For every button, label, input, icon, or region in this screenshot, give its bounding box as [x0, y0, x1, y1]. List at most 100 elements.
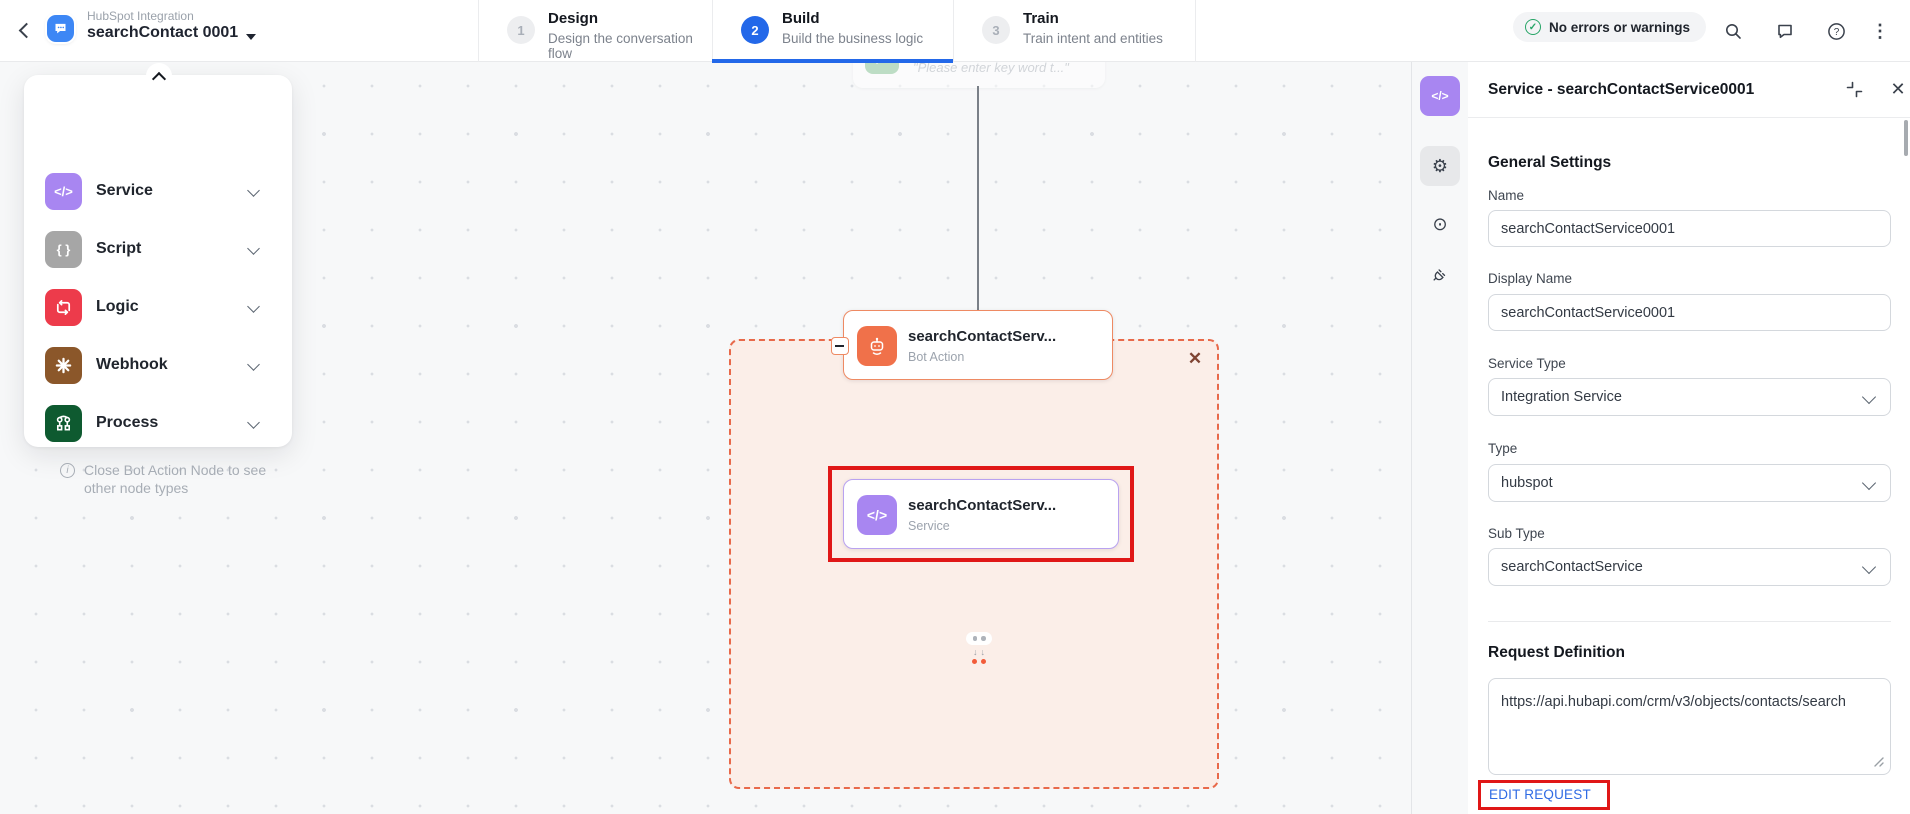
step-subtitle: Design the conversation flow — [548, 31, 693, 61]
code-icon: </> — [857, 495, 897, 535]
entity-node-quote: "Please enter key word t..." — [913, 60, 1069, 75]
active-tab-underline — [712, 59, 953, 63]
title-caret-icon[interactable] — [246, 34, 256, 40]
request-definition-heading: Request Definition — [1488, 644, 1625, 661]
type-label: Type — [1488, 441, 1518, 456]
chevron-down-icon[interactable] — [247, 416, 260, 429]
step-number: 1 — [507, 16, 535, 44]
top-header: HubSpot Integration searchContact 0001 1… — [0, 0, 1910, 63]
edit-request-link[interactable]: EDIT REQUEST — [1489, 787, 1591, 802]
drop-target-indicator[interactable]: ↓↓ — [964, 632, 994, 664]
gear-icon[interactable]: ⚙ — [1420, 146, 1460, 186]
webhook-icon — [45, 347, 82, 384]
type-select[interactable]: hubspot — [1488, 464, 1891, 502]
palette-item-label: Logic — [96, 298, 139, 315]
panel-title: Service - searchContactService0001 — [1488, 81, 1755, 98]
comment-icon[interactable] — [1771, 17, 1799, 45]
step-title: Design — [548, 10, 599, 27]
step-title: Build — [782, 10, 820, 27]
drop-dots-icon — [964, 659, 994, 664]
code-icon[interactable]: </> — [1420, 76, 1460, 116]
palette-item-label: Service — [96, 182, 153, 199]
service-node-subtitle: Service — [908, 519, 950, 533]
service-config-panel: </> ⚙ ⊙ Service - searchContactService00… — [1411, 0, 1910, 814]
chevron-down-icon[interactable] — [247, 184, 260, 197]
chevron-down-icon[interactable] — [247, 358, 260, 371]
close-bot-action-icon[interactable]: ✕ — [1187, 349, 1203, 368]
code-icon: </> — [45, 173, 82, 210]
collapse-panel-icon[interactable] — [1846, 81, 1864, 99]
chevron-down-icon — [1861, 389, 1877, 405]
name-field[interactable] — [1488, 210, 1891, 247]
sub-type-value: searchContactService — [1501, 559, 1643, 575]
palette-item-label: Webhook — [96, 356, 168, 373]
palette-item-webhook[interactable]: Webhook — [24, 347, 292, 391]
back-button[interactable] — [14, 21, 34, 41]
palette-note: Close Bot Action Node to see other node … — [84, 462, 267, 496]
display-name-label: Display Name — [1488, 271, 1573, 286]
palette-item-process[interactable]: Process — [24, 405, 292, 449]
drop-pill — [966, 632, 992, 645]
sub-type-select[interactable]: searchContactService — [1488, 548, 1891, 586]
status-badge-label: No errors or warnings — [1549, 19, 1691, 35]
section-divider — [1488, 621, 1891, 622]
palette-item-script[interactable]: { } Script — [24, 231, 292, 275]
loop-icon — [45, 289, 82, 326]
process-icon — [45, 405, 82, 442]
svg-text:?: ? — [1833, 27, 1839, 38]
panel-rail: </> ⚙ ⊙ — [1412, 62, 1468, 814]
service-node[interactable]: </> searchContactServ... Service — [843, 479, 1119, 549]
tab-train[interactable]: 3 Train Train intent and entities — [953, 0, 1196, 62]
collapse-node-button[interactable] — [831, 337, 849, 355]
app-title[interactable]: searchContact 0001 — [87, 24, 239, 41]
braces-icon: { } — [45, 231, 82, 268]
node-palette: </> Service { } Script Logic Webhook — [24, 63, 292, 496]
palette-item-service[interactable]: </> Service — [24, 173, 292, 217]
check-icon: ✓ — [1525, 19, 1541, 35]
info-icon: i — [60, 463, 75, 478]
bot-action-node-title: searchContactServ... — [908, 328, 1057, 345]
sub-type-label: Sub Type — [1488, 526, 1545, 541]
palette-item-label: Script — [96, 240, 142, 257]
drop-arrows-icon: ↓↓ — [973, 647, 985, 657]
kebab-menu-icon[interactable]: ⋮ — [1871, 20, 1889, 41]
general-settings-heading: General Settings — [1488, 154, 1612, 171]
service-type-label: Service Type — [1488, 356, 1566, 371]
display-name-field[interactable] — [1488, 294, 1891, 331]
panel-scrollbar[interactable] — [1904, 120, 1908, 156]
search-icon[interactable] — [1719, 17, 1747, 45]
tab-build[interactable]: 2 Build Build the business logic — [712, 0, 953, 63]
close-panel-icon[interactable]: ✕ — [1890, 78, 1906, 99]
chevron-down-icon[interactable] — [247, 242, 260, 255]
help-icon[interactable]: ? — [1822, 17, 1850, 45]
chevron-down-icon — [1861, 559, 1877, 575]
palette-item-logic[interactable]: Logic — [24, 289, 292, 333]
step-number: 3 — [982, 16, 1010, 44]
service-type-value: Integration Service — [1501, 389, 1622, 405]
step-subtitle: Build the business logic — [782, 31, 924, 46]
panel-header: Service - searchContactService0001 ✕ — [1468, 62, 1910, 118]
palette-item-label: Process — [96, 414, 159, 431]
palette-collapse-button[interactable] — [146, 63, 172, 89]
bot-icon — [857, 326, 897, 366]
bot-action-container: ✕ — [729, 339, 1219, 789]
step-title: Train — [1023, 10, 1059, 27]
step-number: 2 — [741, 16, 769, 44]
request-definition-field[interactable]: https://api.hubapi.com/crm/v3/objects/co… — [1488, 678, 1891, 775]
name-label: Name — [1488, 188, 1525, 203]
plug-icon[interactable] — [1420, 254, 1460, 294]
type-value: hubspot — [1501, 475, 1553, 491]
bot-action-node[interactable]: searchContactServ... Bot Action — [831, 310, 1113, 380]
bot-action-node-subtitle: Bot Action — [908, 350, 965, 364]
app-logo-icon — [47, 15, 74, 42]
target-icon[interactable]: ⊙ — [1432, 213, 1448, 234]
edit-request-highlight — [1478, 780, 1610, 810]
service-type-select[interactable]: Integration Service — [1488, 378, 1891, 416]
status-badge[interactable]: ✓ No errors or warnings — [1513, 12, 1707, 42]
tab-design[interactable]: 1 Design Design the conversation flow — [478, 0, 712, 62]
service-node-title: searchContactServ... — [908, 497, 1057, 514]
chevron-down-icon[interactable] — [247, 300, 260, 313]
app-subtitle: HubSpot Integration — [87, 9, 194, 23]
step-subtitle: Train intent and entities — [1023, 31, 1163, 46]
chevron-down-icon — [1861, 475, 1877, 491]
